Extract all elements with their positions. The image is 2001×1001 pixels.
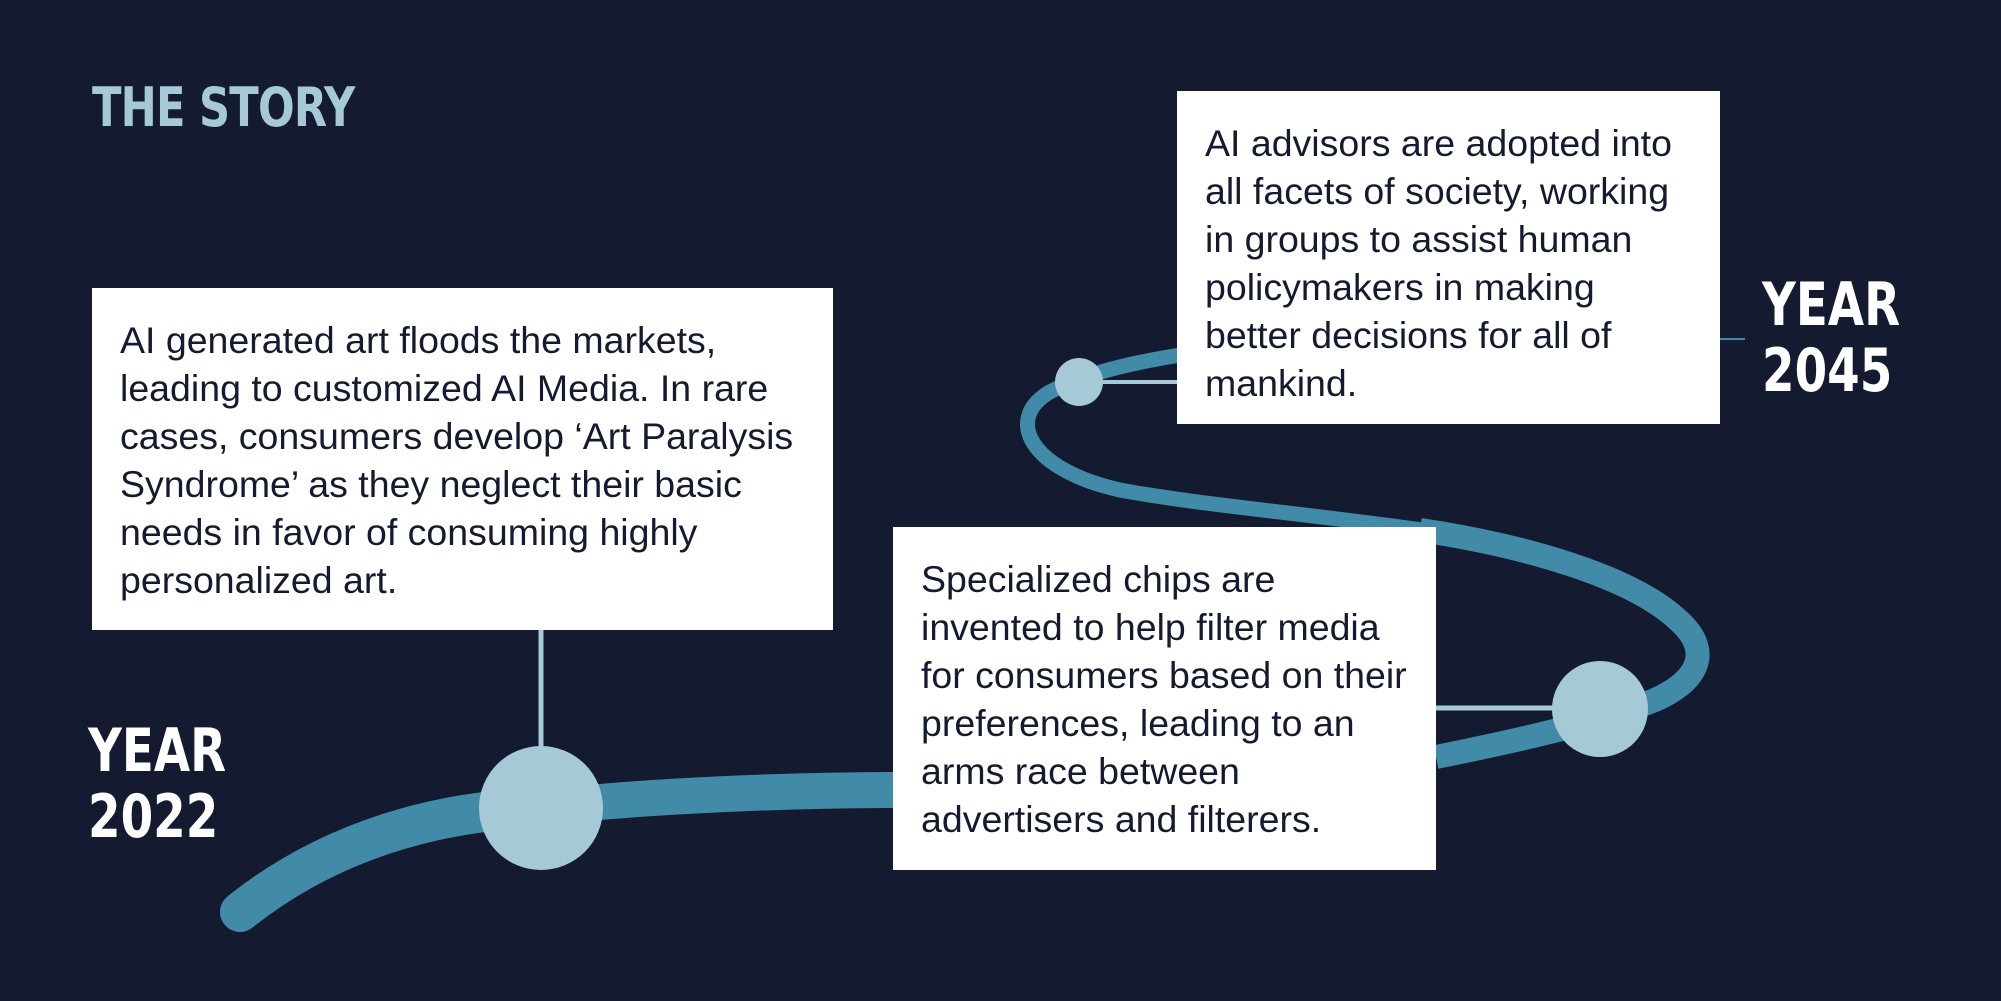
event-card-chips: Specialized chips are invented to help f… [893,527,1436,870]
milestone-node-art [479,746,603,870]
year-start-number: 2022 [88,782,219,852]
year-end-label: YEAR 2045 [1762,272,1900,404]
timeline-path-segment-3 [1418,518,1710,769]
year-end-number: 2045 [1762,336,1893,406]
year-start-label: YEAR 2022 [88,718,226,850]
event-card-advisors: AI advisors are adopted into all facets … [1177,91,1720,424]
event-text-art: AI generated art floods the markets, lea… [120,319,794,601]
milestone-node-advisors [1055,358,1103,406]
event-text-chips: Specialized chips are invented to help f… [921,558,1407,840]
event-card-art: AI generated art floods the markets, lea… [92,288,833,630]
year-start-word: YEAR [88,716,227,786]
page-title: THE STORY [92,76,355,139]
milestone-node-chips [1552,661,1648,757]
year-end-word: YEAR [1762,270,1901,340]
event-text-advisors: AI advisors are adopted into all facets … [1205,122,1672,404]
